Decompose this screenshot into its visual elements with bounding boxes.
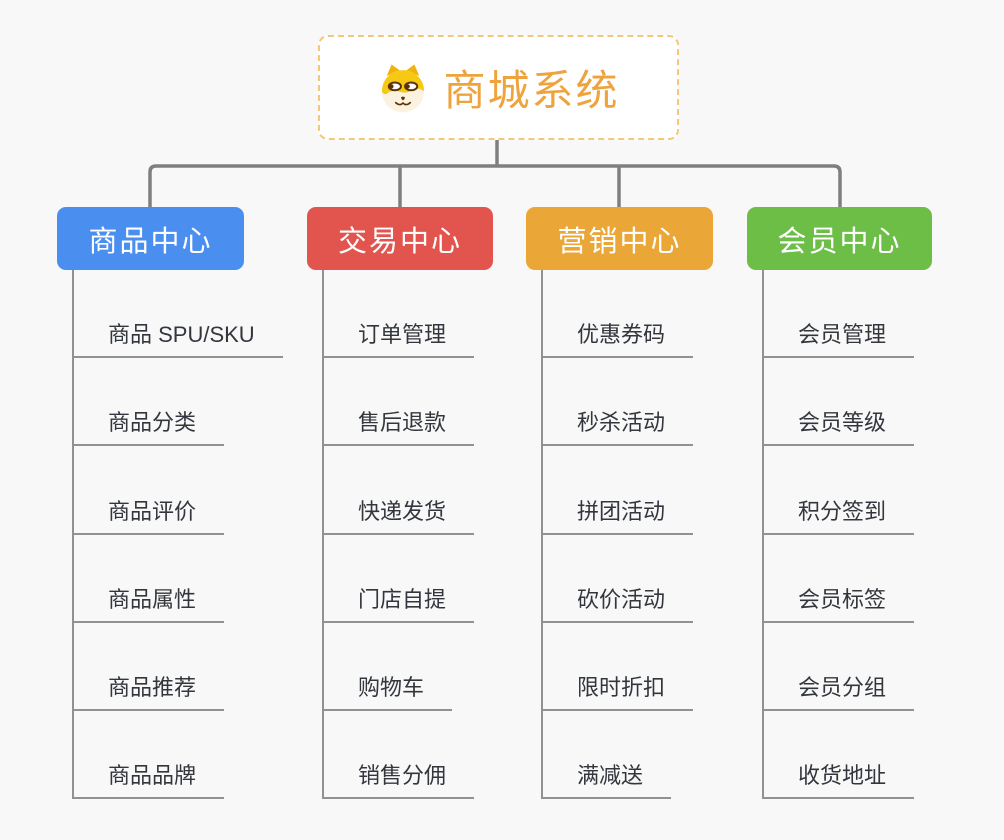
leaf-label: 商品分类 [74,405,225,447]
leaf-label: 拼团活动 [543,494,694,535]
leaf-node[interactable]: 购物车 [324,623,474,711]
leaf-label: 会员分组 [764,670,915,711]
branch-node-product-center[interactable]: 商品中心 [57,207,244,270]
leaf-label: 会员标签 [764,582,915,623]
leaf-node[interactable]: 秒杀活动 [543,358,694,447]
leaf-node[interactable]: 满减送 [543,711,693,800]
doge-icon [382,63,425,112]
leaf-node[interactable]: 拼团活动 [543,446,694,535]
leaf-label: 积分签到 [764,494,915,535]
leaf-label: 商品属性 [74,582,225,623]
leaf-label: 会员等级 [764,405,915,447]
leaf-label: 门店自提 [324,582,475,623]
branch-node-trade-center[interactable]: 交易中心 [307,207,493,270]
root-title: 商城系统 [443,67,620,114]
root-node[interactable]: 商城系统 [318,35,679,140]
leaf-label: 限时折扣 [543,670,694,711]
leaf-node[interactable]: 销售分佣 [324,711,475,800]
leaf-node[interactable]: 商品属性 [74,535,283,623]
leaf-node[interactable]: 商品评价 [74,446,283,535]
branch-label: 商品中心 [88,225,213,258]
leaf-node[interactable]: 门店自提 [324,535,475,623]
branch-label: 营销中心 [557,225,682,258]
leaf-node[interactable]: 会员管理 [764,270,915,359]
leaf-node[interactable]: 会员等级 [764,358,915,447]
leaf-column-trade: 订单管理 售后退款 快递发货 门店自提 购物车 销售分佣 [322,270,475,800]
leaf-node[interactable]: 砍价活动 [543,535,694,623]
leaf-label: 商品评价 [74,494,225,535]
leaf-label: 快递发货 [324,494,475,535]
leaf-label: 商品 SPU/SKU [74,317,283,359]
branch-label: 交易中心 [337,225,462,258]
branch-node-marketing-center[interactable]: 营销中心 [526,207,713,270]
leaf-node[interactable]: 积分签到 [764,446,915,535]
leaf-node[interactable]: 售后退款 [324,358,475,447]
leaf-label: 收货地址 [764,758,915,800]
leaf-node[interactable]: 商品推荐 [74,623,283,711]
leaf-column-marketing: 优惠券码 秒杀活动 拼团活动 砍价活动 限时折扣 满减送 [541,270,694,800]
leaf-node[interactable]: 限时折扣 [543,623,694,711]
leaf-node[interactable]: 商品 SPU/SKU [74,270,283,359]
branch-node-member-center[interactable]: 会员中心 [747,207,932,270]
branch-label: 会员中心 [777,225,902,258]
leaf-label: 砍价活动 [543,582,694,623]
leaf-label: 秒杀活动 [543,405,694,447]
leaf-column-product: 商品 SPU/SKU 商品分类 商品评价 商品属性 商品推荐 商品品牌 [72,270,283,800]
leaf-node[interactable]: 快递发货 [324,446,475,535]
leaf-label: 销售分佣 [324,758,475,800]
leaf-label: 购物车 [324,670,453,711]
leaf-node[interactable]: 优惠券码 [543,270,694,359]
leaf-node[interactable]: 收货地址 [764,711,915,800]
leaf-label: 会员管理 [764,317,915,359]
leaf-node[interactable]: 会员分组 [764,623,915,711]
leaf-node[interactable]: 商品分类 [74,358,283,447]
leaf-label: 售后退款 [324,405,475,447]
leaf-label: 商品品牌 [74,758,225,800]
leaf-node[interactable]: 商品品牌 [74,711,283,800]
leaf-label: 满减送 [543,758,672,800]
leaf-node[interactable]: 会员标签 [764,535,915,623]
leaf-label: 商品推荐 [74,670,225,711]
leaf-node[interactable]: 订单管理 [324,270,475,359]
leaf-label: 优惠券码 [543,317,694,359]
leaf-label: 订单管理 [324,317,475,359]
leaf-column-member: 会员管理 会员等级 积分签到 会员标签 会员分组 收货地址 [762,270,915,800]
